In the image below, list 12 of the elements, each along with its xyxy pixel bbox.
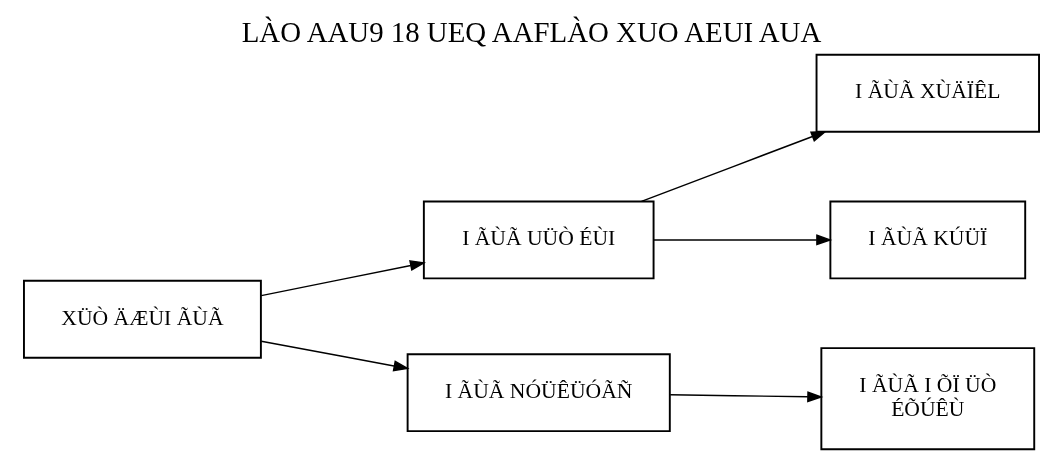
arrow (260, 259, 426, 296)
arrow (260, 340, 410, 371)
arrow (669, 390, 823, 402)
diagram-title: LÀO AAU9 18 UEQ AAFLÀO XUO AEUI AUA (241, 15, 821, 48)
arrow (652, 233, 832, 246)
node-box: XÜÒ ÄÆÙI ÃÙÃ (22, 279, 262, 359)
node-box: I ÃÙÃ KÚÜÏ (828, 199, 1026, 279)
node-box: I ÃÙÃ NÓÜÊÜÓÃÑ (406, 352, 671, 432)
arrow (640, 130, 827, 202)
node-box: I ÃÙÃ XÙÄÏÊL (815, 53, 1040, 133)
node-box: I ÃÙÃ I ÕÏ ÜÒ ÉÕÚÊÙ (819, 346, 1035, 450)
node-box: I ÃÙÃ UÜÒ ÉÙI (422, 199, 655, 279)
